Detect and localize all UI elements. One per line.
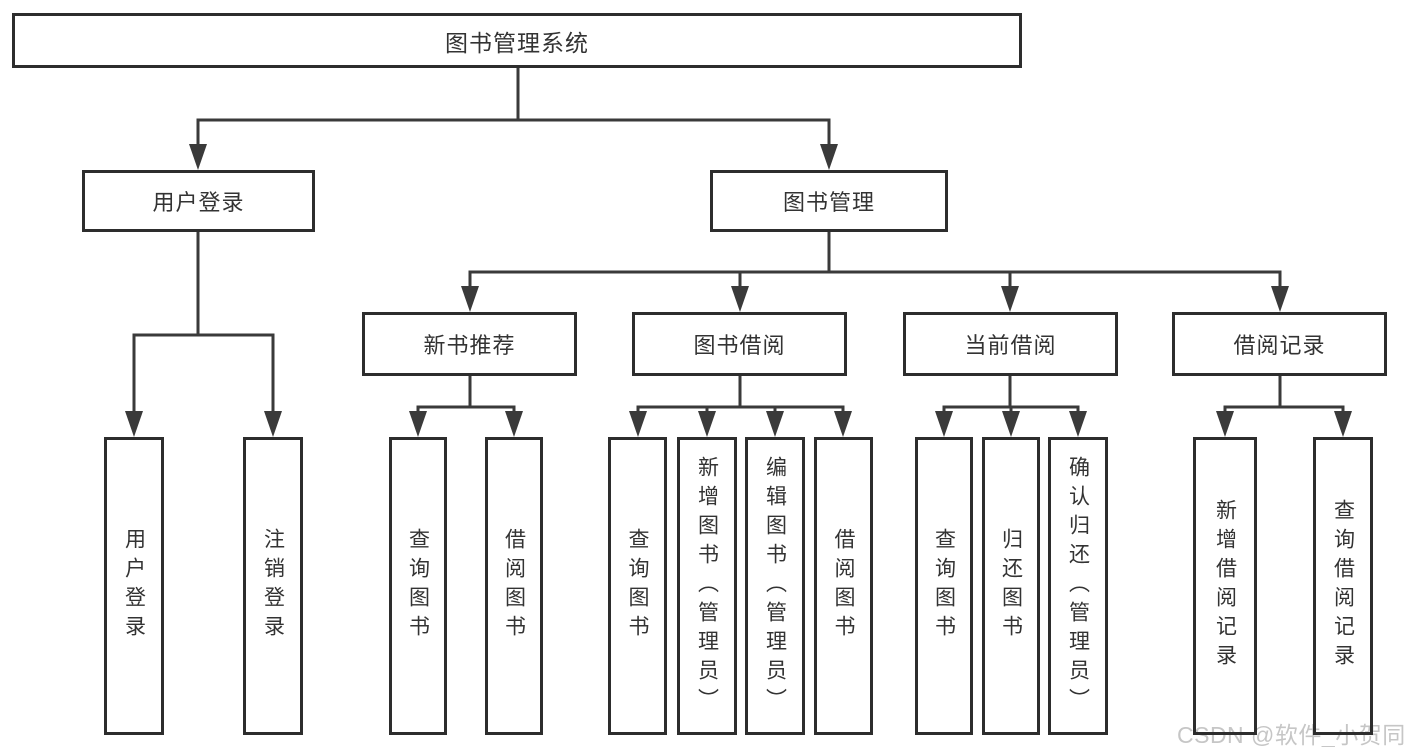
node-leaf-user-login: 用户登录 bbox=[104, 437, 164, 735]
node-label: 查询图书 bbox=[406, 528, 430, 644]
node-leaf-query-books: 查询图书 bbox=[389, 437, 447, 735]
node-label: 新书推荐 bbox=[423, 333, 516, 358]
node-label: 归还图书 bbox=[999, 528, 1023, 644]
node-label: 确认归还（管理员） bbox=[1066, 455, 1090, 717]
node-label: 编辑图书（管理员） bbox=[763, 455, 787, 717]
node-label: 用户登录 bbox=[122, 528, 146, 644]
node-label: 注销登录 bbox=[261, 528, 285, 644]
node-borrowing-records: 借阅记录 bbox=[1172, 312, 1387, 376]
node-library-management-system: 图书管理系统 bbox=[12, 13, 1022, 68]
node-label: 借阅图书 bbox=[832, 528, 855, 644]
node-label: 查询图书 bbox=[932, 528, 956, 644]
node-user-login: 用户登录 bbox=[82, 170, 315, 232]
node-leaf-return-books: 归还图书 bbox=[982, 437, 1040, 735]
node-leaf-confirm-return-admin: 确认归还（管理员） bbox=[1048, 437, 1108, 735]
node-label: 用户登录 bbox=[152, 190, 245, 215]
node-leaf-borrow-books: 借阅图书 bbox=[485, 437, 543, 735]
node-leaf-query-books-3: 查询图书 bbox=[915, 437, 973, 735]
node-label: 查询图书 bbox=[626, 528, 649, 644]
node-label: 新增借阅记录 bbox=[1213, 499, 1237, 673]
node-label: 图书管理系统 bbox=[445, 29, 589, 56]
node-label: 新增图书（管理员） bbox=[695, 455, 719, 717]
node-label: 图书借阅 bbox=[693, 333, 786, 358]
node-label: 查询借阅记录 bbox=[1331, 499, 1355, 673]
node-book-management: 图书管理 bbox=[710, 170, 948, 232]
node-label: 借阅记录 bbox=[1233, 333, 1326, 358]
node-leaf-query-books-2: 查询图书 bbox=[608, 437, 667, 735]
node-leaf-logout: 注销登录 bbox=[243, 437, 303, 735]
node-leaf-add-book-admin: 新增图书（管理员） bbox=[677, 437, 737, 735]
node-leaf-add-borrow-record: 新增借阅记录 bbox=[1193, 437, 1257, 735]
node-new-book-recommendation: 新书推荐 bbox=[362, 312, 577, 376]
node-label: 图书管理 bbox=[782, 190, 875, 215]
arrowheads bbox=[125, 144, 1352, 437]
node-label: 当前借阅 bbox=[964, 333, 1057, 358]
csdn-watermark: CSDN @软件_小贺同学 bbox=[1177, 722, 1405, 747]
node-current-borrowing: 当前借阅 bbox=[903, 312, 1118, 376]
node-leaf-query-borrow-record: 查询借阅记录 bbox=[1313, 437, 1373, 735]
node-leaf-edit-book-admin: 编辑图书（管理员） bbox=[745, 437, 805, 735]
node-book-borrowing: 图书借阅 bbox=[632, 312, 847, 376]
node-label: 借阅图书 bbox=[502, 528, 526, 644]
node-leaf-borrow-books-2: 借阅图书 bbox=[814, 437, 873, 735]
